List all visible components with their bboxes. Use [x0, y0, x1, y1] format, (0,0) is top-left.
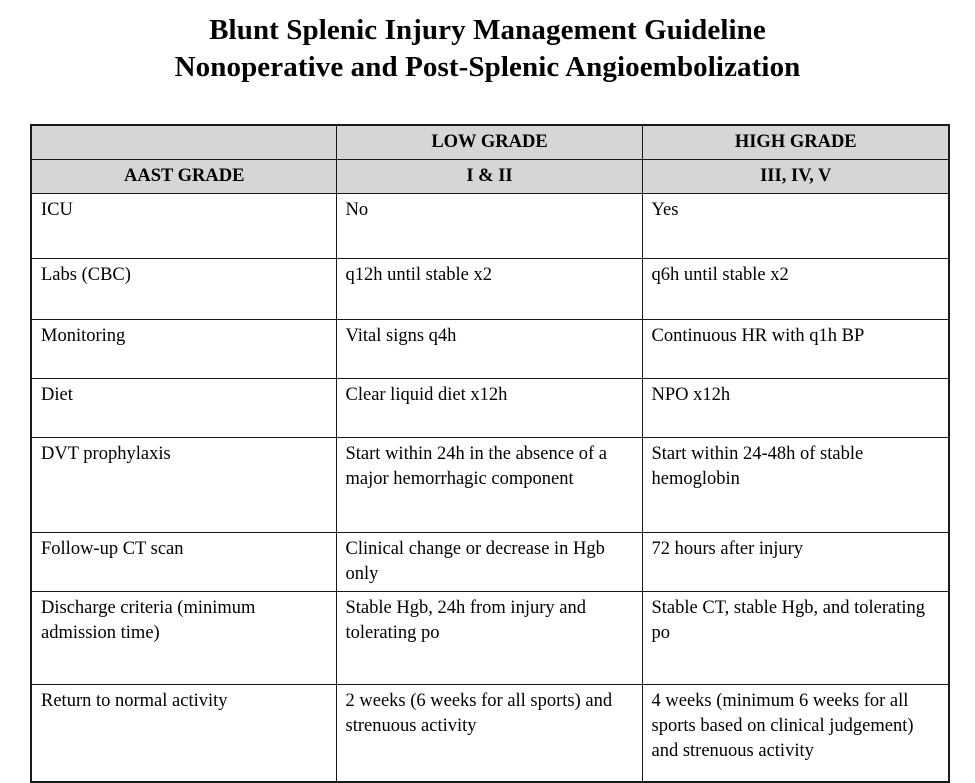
table-row: Labs (CBC) q12h until stable x2 q6h unti… [30, 258, 950, 320]
table-header-row-aast-grade: AAST GRADE I & II III, IV, V [30, 159, 950, 194]
cell-criterion-followup-ct: Follow-up CT scan [30, 532, 337, 592]
cell-high-grade-icu: Yes [641, 193, 950, 259]
low-grade-value: q12h until stable x2 [345, 265, 492, 285]
cell-criterion-monitoring: Monitoring [30, 319, 337, 379]
low-grade-value: No [345, 200, 369, 220]
cell-criterion-diet: Diet [30, 378, 337, 438]
criterion-label: ICU [41, 200, 73, 220]
guideline-table: LOW GRADE HIGH GRADE AAST GRADE I & II I… [30, 124, 950, 783]
high-grade-value: 72 hours after injury [651, 539, 804, 559]
criterion-label: Follow-up CT scan [41, 539, 184, 559]
header-cell-low-grade-values: I & II [335, 159, 643, 194]
table-body: ICU No Yes Labs (CBC) q12h until stable … [30, 193, 950, 783]
criterion-label: Discharge criteria (minimum admission ti… [41, 598, 256, 643]
low-grade-value: Start within 24h in the absence of a maj… [345, 444, 608, 489]
high-grade-value: Yes [651, 200, 679, 220]
criterion-label: Labs (CBC) [41, 265, 131, 285]
table-row: Follow-up CT scan Clinical change or dec… [30, 532, 950, 592]
cell-low-grade-dvt-prophylaxis: Start within 24h in the absence of a maj… [335, 437, 643, 533]
table-row: Diet Clear liquid diet x12h NPO x12h [30, 378, 950, 438]
cell-low-grade-return-activity: 2 weeks (6 weeks for all sports) and str… [335, 684, 643, 783]
high-grade-value: q6h until stable x2 [651, 265, 789, 285]
table-row: Return to normal activity 2 weeks (6 wee… [30, 684, 950, 783]
cell-criterion-labs: Labs (CBC) [30, 258, 337, 320]
criterion-label: Return to normal activity [41, 691, 228, 711]
table-row: ICU No Yes [30, 193, 950, 259]
cell-low-grade-followup-ct: Clinical change or decrease in Hgb only [335, 532, 643, 592]
high-grade-value: Continuous HR with q1h BP [651, 326, 865, 346]
criterion-label: Diet [41, 385, 73, 405]
cell-high-grade-diet: NPO x12h [641, 378, 950, 438]
cell-low-grade-diet: Clear liquid diet x12h [335, 378, 643, 438]
title-line-1: Blunt Splenic Injury Management Guidelin… [209, 14, 766, 46]
header-cell-low-grade: LOW GRADE [335, 124, 643, 160]
header-cell-blank [30, 124, 337, 160]
low-grade-value: 2 weeks (6 weeks for all sports) and str… [345, 691, 613, 736]
cell-high-grade-dvt-prophylaxis: Start within 24-48h of stable hemoglobin [641, 437, 950, 533]
criterion-label: Monitoring [41, 326, 126, 346]
guideline-table-container: LOW GRADE HIGH GRADE AAST GRADE I & II I… [30, 124, 950, 783]
header-cell-aast-grade: AAST GRADE [30, 159, 337, 194]
table-header: LOW GRADE HIGH GRADE AAST GRADE I & II I… [30, 124, 950, 194]
cell-high-grade-monitoring: Continuous HR with q1h BP [641, 319, 950, 379]
high-grade-value: Stable CT, stable Hgb, and tolerating po [651, 598, 926, 643]
cell-criterion-icu: ICU [30, 193, 337, 259]
cell-high-grade-labs: q6h until stable x2 [641, 258, 950, 320]
cell-criterion-return-activity: Return to normal activity [30, 684, 337, 783]
table-row: Monitoring Vital signs q4h Continuous HR… [30, 319, 950, 379]
cell-low-grade-discharge: Stable Hgb, 24h from injury and tolerati… [335, 591, 643, 685]
low-grade-value: Stable Hgb, 24h from injury and tolerati… [345, 598, 586, 643]
high-grade-value: 4 weeks (minimum 6 weeks for all sports … [651, 691, 914, 761]
low-grade-value: Vital signs q4h [345, 326, 457, 346]
cell-high-grade-discharge: Stable CT, stable Hgb, and tolerating po [641, 591, 950, 685]
high-grade-value: NPO x12h [651, 385, 731, 405]
low-grade-value: Clinical change or decrease in Hgb only [345, 539, 605, 584]
cell-criterion-discharge: Discharge criteria (minimum admission ti… [30, 591, 337, 685]
cell-high-grade-return-activity: 4 weeks (minimum 6 weeks for all sports … [641, 684, 950, 783]
table-row: Discharge criteria (minimum admission ti… [30, 591, 950, 685]
page-title: Blunt Splenic Injury Management Guidelin… [0, 12, 975, 86]
cell-criterion-dvt-prophylaxis: DVT prophylaxis [30, 437, 337, 533]
header-cell-high-grade: HIGH GRADE [641, 124, 950, 160]
table-header-row-grade-group: LOW GRADE HIGH GRADE [30, 124, 950, 160]
cell-low-grade-monitoring: Vital signs q4h [335, 319, 643, 379]
table-row: DVT prophylaxis Start within 24h in the … [30, 437, 950, 533]
header-cell-high-grade-values: III, IV, V [641, 159, 950, 194]
cell-high-grade-followup-ct: 72 hours after injury [641, 532, 950, 592]
cell-low-grade-icu: No [335, 193, 643, 259]
high-grade-value: Start within 24-48h of stable hemoglobin [651, 444, 864, 489]
low-grade-value: Clear liquid diet x12h [345, 385, 508, 405]
title-line-2: Nonoperative and Post-Splenic Angioembol… [174, 51, 801, 83]
criterion-label: DVT prophylaxis [41, 444, 171, 464]
cell-low-grade-labs: q12h until stable x2 [335, 258, 643, 320]
